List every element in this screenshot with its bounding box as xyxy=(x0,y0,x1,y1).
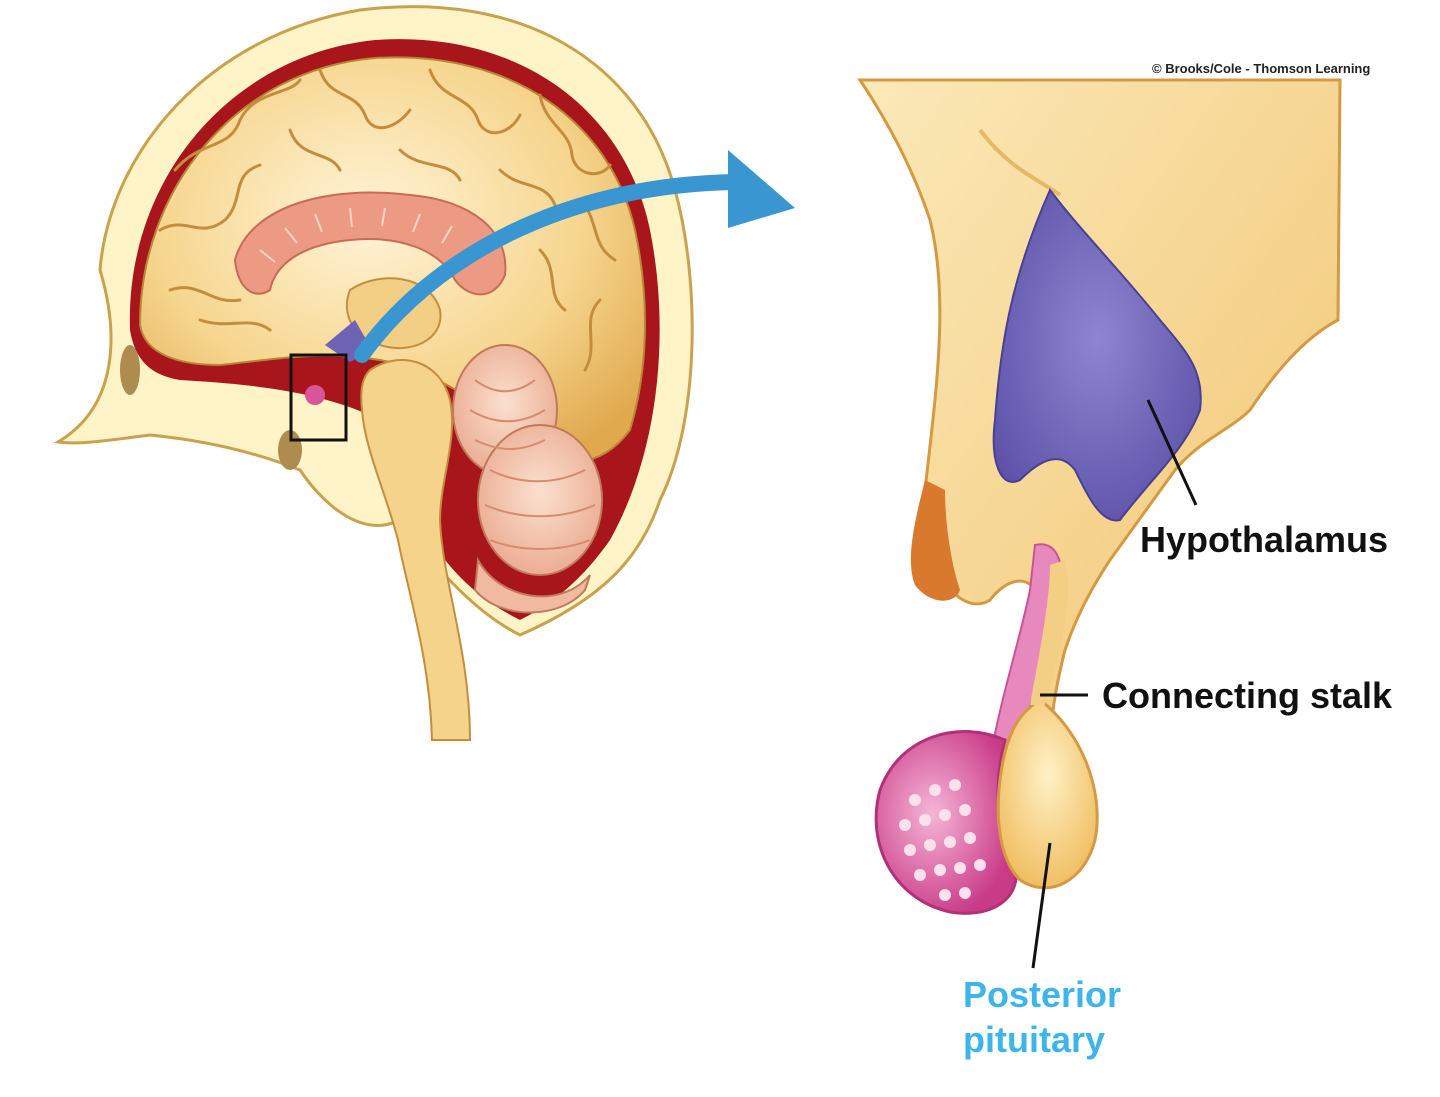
hypothalamus-leader xyxy=(1146,399,1198,506)
hypothalamus-label: Hypothalamus xyxy=(1140,519,1388,560)
sinus-1 xyxy=(120,345,140,395)
callosum-striations xyxy=(259,207,479,263)
orange-rim xyxy=(910,480,960,601)
hypothalamus-region xyxy=(992,188,1202,522)
corpus-callosum xyxy=(233,191,507,296)
brainstem xyxy=(360,359,472,741)
third-ventricle-edge xyxy=(978,128,1062,197)
cerebellum-folia xyxy=(469,379,596,550)
connecting-stalk-label: Connecting stalk xyxy=(1102,675,1393,716)
posterior-pituitary-label-line2: pituitary xyxy=(963,1019,1105,1060)
posterior-pituitary xyxy=(996,698,1099,890)
copyright-credit: © Brooks/Cole - Thomson Learning xyxy=(1152,61,1370,76)
cerebellum-base xyxy=(473,556,591,614)
pituitary-highlight-box xyxy=(289,353,348,442)
posterior-stalk xyxy=(1030,560,1069,705)
sagittal-brain-illustration xyxy=(53,5,694,741)
anterior-pituitary-cells xyxy=(899,779,986,901)
pituitary-small xyxy=(305,385,325,405)
posterior-pituitary-label-line1: Posterior xyxy=(963,974,1121,1015)
zoom-arrow xyxy=(354,150,795,363)
anterior-pituitary xyxy=(874,730,1018,915)
cerebellum-lower xyxy=(477,424,603,576)
posterior-leader xyxy=(1031,842,1052,969)
zoom-illustration: Hypothalamus Connecting stalk Posterior … xyxy=(857,61,1393,1060)
